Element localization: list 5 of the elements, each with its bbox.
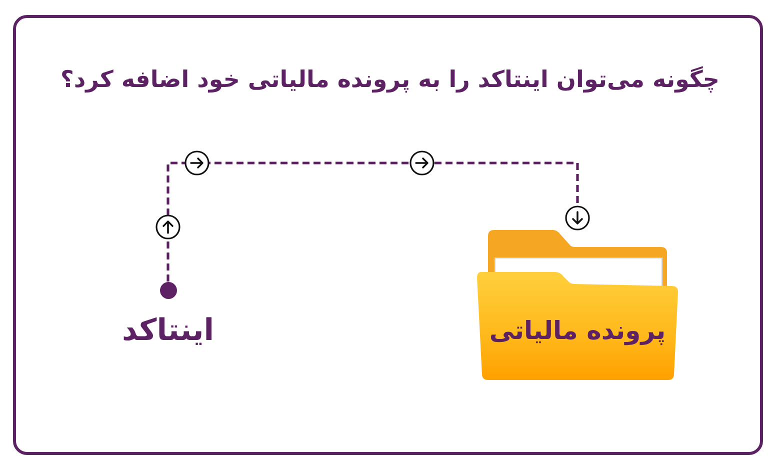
start-dot: [160, 282, 176, 298]
dashed-connector: [166, 162, 590, 282]
folder-label: پرونده مالیاتی: [488, 315, 667, 348]
node-label: اینتاکد: [120, 312, 216, 350]
title: چگونه می‌توان اینتاکد را به پرونده مالیاتی خود اضافه کرد؟: [60, 65, 720, 95]
